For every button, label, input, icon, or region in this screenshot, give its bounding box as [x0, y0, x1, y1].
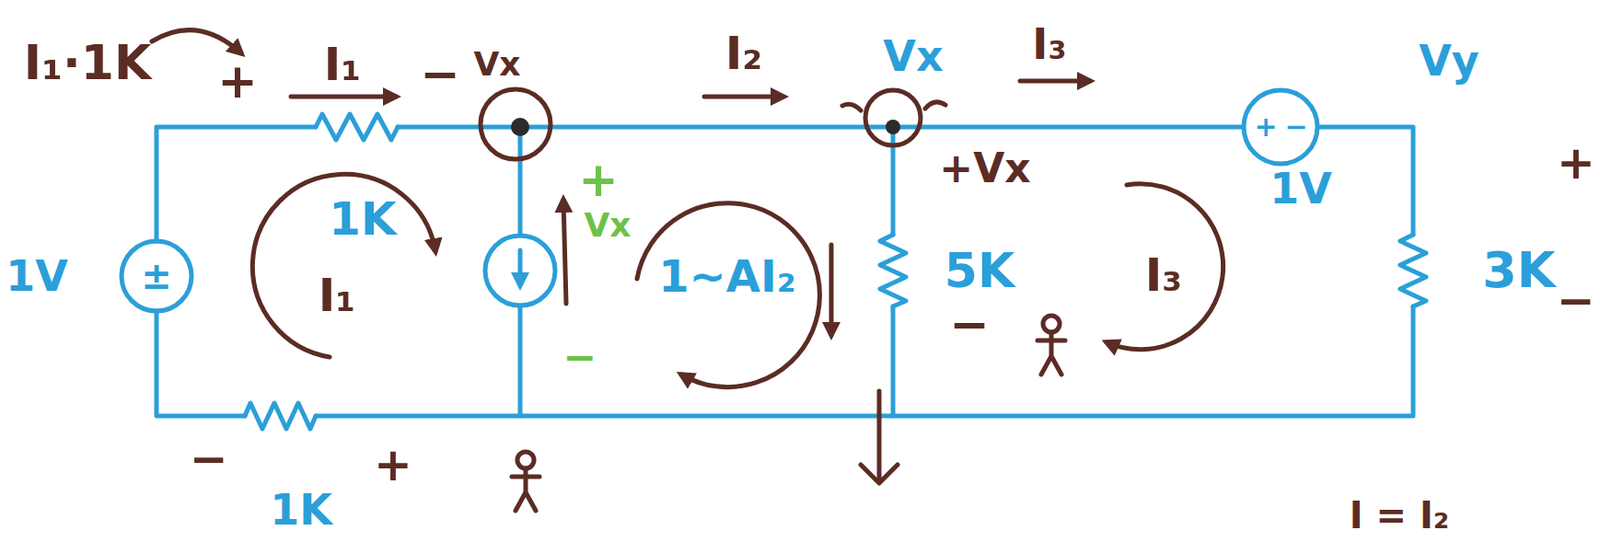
- annotation-arrow: [563, 199, 567, 304]
- resistor-symbol: [315, 114, 398, 140]
- voltage-source-symbol: [121, 241, 192, 312]
- annotation-arrow: [829, 244, 835, 336]
- resistor-symbol: [244, 403, 316, 429]
- mesh-loop-arrow: [1106, 184, 1224, 350]
- node-circle: [865, 90, 921, 146]
- current-label: I₃: [1031, 23, 1067, 66]
- node-dots: [510, 117, 901, 137]
- mesh-loop-arrow: [252, 173, 436, 358]
- wires: [121, 90, 1427, 429]
- resistor-value: 1K: [328, 196, 397, 243]
- node-voltage: Vy: [1418, 39, 1480, 82]
- current-arrow: [290, 94, 396, 100]
- voltage-expression: I₁·1K: [23, 38, 151, 87]
- voltage-source-symbol: [1243, 90, 1318, 164]
- current-direction-arrow: [518, 250, 523, 286]
- polarity-sign: −: [1284, 113, 1308, 141]
- polarity-sign: −: [563, 336, 598, 378]
- mesh-current: I₃: [1145, 252, 1183, 299]
- node-dot: [510, 117, 530, 137]
- ground-symbol: [860, 391, 898, 484]
- annotation-arrow: [151, 30, 242, 54]
- equation-note: I = I₂: [1349, 497, 1450, 534]
- mesh-current: I₁: [318, 272, 357, 319]
- voltage-label: +Vx: [939, 148, 1031, 189]
- current-label: I₁: [324, 41, 362, 88]
- annotations: [151, 30, 1224, 511]
- polarity-sign: +: [373, 441, 413, 488]
- current-label: I₂: [725, 30, 764, 77]
- polarity-sign: +: [578, 155, 619, 204]
- mesh-loop-arrow: [637, 203, 820, 388]
- polarity-sign: +: [1556, 139, 1596, 186]
- polarity-sign: +: [1253, 113, 1277, 141]
- resistor-symbol: [1400, 234, 1427, 307]
- node-circle: [480, 89, 551, 160]
- resistor-symbol: [880, 234, 906, 307]
- source-value: 1~AI₂: [658, 254, 797, 299]
- current-arrow: [704, 94, 784, 100]
- polarity-sign: −: [1556, 278, 1596, 325]
- current-arrow: [1020, 79, 1090, 84]
- voltage-label: Vx: [583, 208, 631, 243]
- polarity-sign: −: [949, 300, 990, 348]
- node-squiggle: [842, 102, 946, 111]
- node-dot: [885, 119, 901, 135]
- polarity-sign: +: [217, 57, 258, 105]
- stick-figure: [511, 452, 540, 511]
- node-voltage: Vx: [473, 47, 521, 82]
- wire: [156, 127, 1414, 417]
- polarity-sign: −: [189, 436, 229, 483]
- resistor-value: 1K: [269, 488, 333, 532]
- node-voltage: Vx: [882, 34, 943, 78]
- current-source-symbol: [485, 235, 556, 306]
- source-value: 1V: [5, 255, 69, 298]
- resistor-value: 5K: [944, 246, 1015, 295]
- polarity-sign: ±: [140, 257, 173, 295]
- polarity-sign: −: [419, 49, 461, 98]
- resistor-value: 3K: [1482, 245, 1555, 296]
- stick-figure: [1037, 315, 1066, 375]
- wire: [518, 127, 523, 417]
- source-value: 1V: [1269, 167, 1333, 210]
